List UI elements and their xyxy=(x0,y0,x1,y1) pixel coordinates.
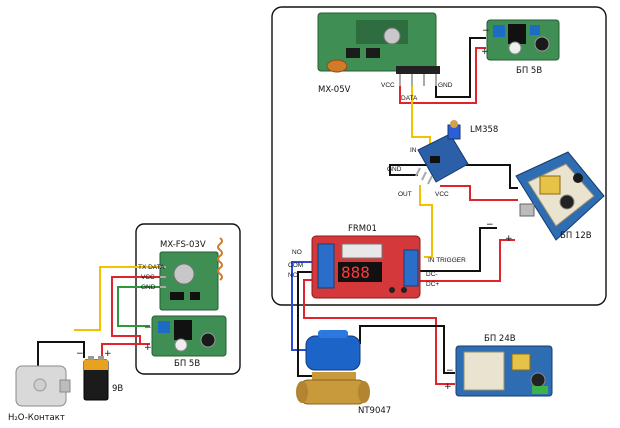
wire-sensor-battery xyxy=(37,341,85,366)
psu-24v-minus: − xyxy=(446,366,454,376)
main-enclosure xyxy=(271,6,607,306)
wire-frm-dc-minus xyxy=(414,227,497,272)
tx-module-label: MX-FS-03V xyxy=(160,240,206,250)
battery-9v xyxy=(83,356,109,401)
valve-label: NT9047 xyxy=(358,406,391,416)
lm-in-label: IN xyxy=(410,147,417,154)
tx-data-label: TX DATA xyxy=(138,264,165,271)
psu-24v xyxy=(455,345,553,397)
psu-12v xyxy=(515,151,605,241)
psu-5v-top-minus: − xyxy=(482,26,490,36)
wire-frm-nc xyxy=(303,279,455,385)
wire-lm-out xyxy=(419,185,433,258)
psu-5v-left-minus: − xyxy=(144,323,152,333)
frm-in-trigger-label: IN TRIGGER xyxy=(428,257,466,264)
tx-module xyxy=(159,237,223,311)
frm-nc-label: NC xyxy=(288,272,298,279)
wire-frm-dc-plus xyxy=(414,239,515,282)
battery-plus: + xyxy=(104,349,112,359)
rx-module xyxy=(317,12,440,86)
wire-tx-data xyxy=(74,266,166,331)
frm01-relay: 888 xyxy=(311,235,421,299)
psu-5v-top xyxy=(486,19,560,61)
frm01-label: FRM01 xyxy=(348,224,377,234)
tx-vcc-label: VCC xyxy=(141,274,155,281)
psu-24v-plus: + xyxy=(444,382,452,392)
frm-com-label: COM xyxy=(288,262,303,269)
wire-tx-gnd xyxy=(117,286,166,327)
svg-text:888: 888 xyxy=(341,263,370,282)
lm-gnd-label: GND xyxy=(387,166,402,173)
psu-12v-minus: − xyxy=(486,220,494,230)
psu-5v-top-label: БП 5В xyxy=(516,66,542,76)
psu-5v-left-plus: + xyxy=(144,343,152,353)
wire-lm-vcc xyxy=(440,185,518,201)
frm-dc-plus-label: DC+ xyxy=(426,281,439,288)
wire-rx-vcc xyxy=(399,47,486,104)
psu-12v-label: БП 12В xyxy=(560,231,592,241)
psu-5v-left xyxy=(151,315,227,357)
psu-5v-top-plus: + xyxy=(481,47,489,57)
psu-12v-plus: + xyxy=(505,234,513,244)
psu-24v-label: БП 24В xyxy=(484,334,516,344)
lm-out-label: OUT xyxy=(398,191,412,198)
battery-minus: − xyxy=(76,349,84,359)
tx-gnd-label: GND xyxy=(141,284,156,291)
lm358-module xyxy=(415,120,469,185)
lm-vcc-label: VCC xyxy=(435,191,449,198)
rx-vcc-label: VCC xyxy=(381,82,395,89)
lm358-label: LM358 xyxy=(470,125,498,135)
frm-dc-minus-label: DC- xyxy=(426,271,438,278)
frm-no-label: NO xyxy=(292,249,302,256)
ball-valve xyxy=(296,330,370,405)
water-sensor xyxy=(15,365,71,407)
rx-gnd-label: GND xyxy=(438,82,453,89)
battery-label: 9В xyxy=(112,384,123,394)
wire-valve-24v xyxy=(359,325,455,374)
rx-data-label: DATA xyxy=(401,95,418,102)
wire-battery-plus xyxy=(101,343,150,360)
sensor-label: H₂O-Контакт xyxy=(8,413,65,423)
transmitter-enclosure xyxy=(135,223,241,375)
psu-5v-left-label: БП 5В xyxy=(174,359,200,369)
wire-frm-com xyxy=(297,271,316,377)
rx-module-label: MX-05V xyxy=(318,85,351,95)
wire-rx-gnd xyxy=(435,37,486,98)
